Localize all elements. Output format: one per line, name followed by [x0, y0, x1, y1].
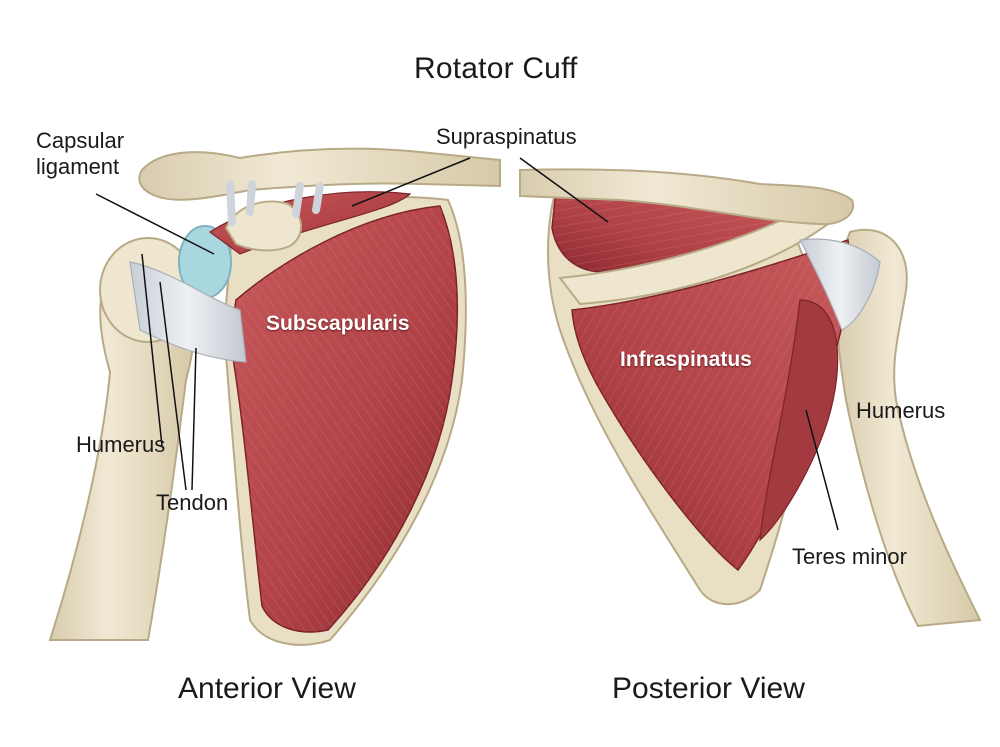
leader-supraspinatus-right — [519, 157, 609, 223]
label-teres-minor: Teres minor — [792, 544, 907, 569]
coracoid-process — [224, 200, 302, 252]
label-supraspinatus: Supraspinatus — [436, 124, 577, 149]
tendon-anterior — [129, 261, 247, 363]
anterior-view-figure — [48, 147, 501, 646]
humerus-right-bone — [835, 228, 982, 628]
label-humerus-left: Humerus — [76, 432, 166, 457]
posterior-view-figure — [519, 168, 982, 628]
leader-humerus-left — [141, 253, 163, 447]
acromion-right — [519, 168, 855, 226]
label-capsular-ligament: Capsular ligament — [36, 128, 124, 180]
coracoclavicular-ligament-left — [226, 180, 324, 226]
leader-lines — [95, 157, 839, 531]
label-humerus-right: Humerus — [856, 398, 946, 423]
diagram-title: Rotator Cuff — [414, 52, 578, 85]
label-tendon: Tendon — [156, 490, 229, 515]
label-posterior-view: Posterior View — [612, 672, 805, 705]
leader-tendon-b — [191, 347, 197, 491]
leader-capsular-ligament — [95, 193, 215, 255]
label-capsular-ligament-line1: Capsular — [36, 128, 125, 153]
leader-supraspinatus-left — [351, 157, 471, 207]
teres-minor-muscle — [759, 299, 839, 542]
label-infraspinatus: Infraspinatus — [620, 348, 752, 371]
label-capsular-ligament-line2: ligament — [36, 154, 120, 179]
label-subscapularis: Subscapularis — [266, 312, 410, 335]
leader-teres-minor — [805, 409, 839, 531]
label-anterior-view: Anterior View — [178, 672, 356, 705]
leader-tendon-a — [159, 281, 187, 491]
tendon-posterior — [799, 238, 881, 331]
